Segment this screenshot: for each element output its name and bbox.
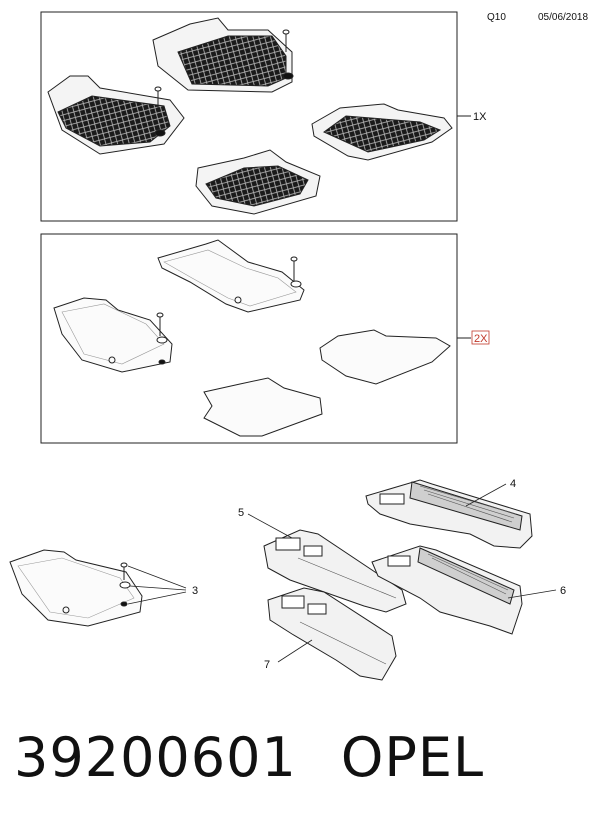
brand-name: OPEL [340,726,485,789]
part-5-console-tray [263,529,407,613]
callout-7: 7 [264,659,270,671]
qty-label-1x: 1X [473,111,487,123]
allweather-mat-rear-right [311,103,453,161]
mat-clips [119,562,131,607]
callout-3: 3 [192,585,198,597]
carpet-mat-front-left [53,297,173,373]
carpet-mat-rear-right [319,329,451,385]
footer: 39200601 OPEL [14,726,484,789]
part-6-storage-tray [371,545,523,635]
carpet-mat-front-right [157,239,305,313]
part-4-storage-tray [365,479,533,549]
qty-label-2x: 2X [474,333,488,345]
carpet-mat-rear-left [203,377,323,437]
header-code: Q10 [487,12,506,23]
single-floor-mat [9,549,143,627]
allweather-mat-rear-left [195,149,321,215]
part-number: 39200601 [14,726,297,789]
callout-3-leaders [127,565,187,605]
callout-6: 6 [560,585,566,597]
header-date: 05/06/2018 [538,12,589,23]
qty-highlight-box [471,330,490,345]
allweather-mat-front-left [47,75,185,155]
allweather-mat-front-right [152,17,294,93]
callout-5: 5 [238,507,244,519]
callout-4: 4 [510,478,516,490]
part-7-console-tray [267,587,397,681]
